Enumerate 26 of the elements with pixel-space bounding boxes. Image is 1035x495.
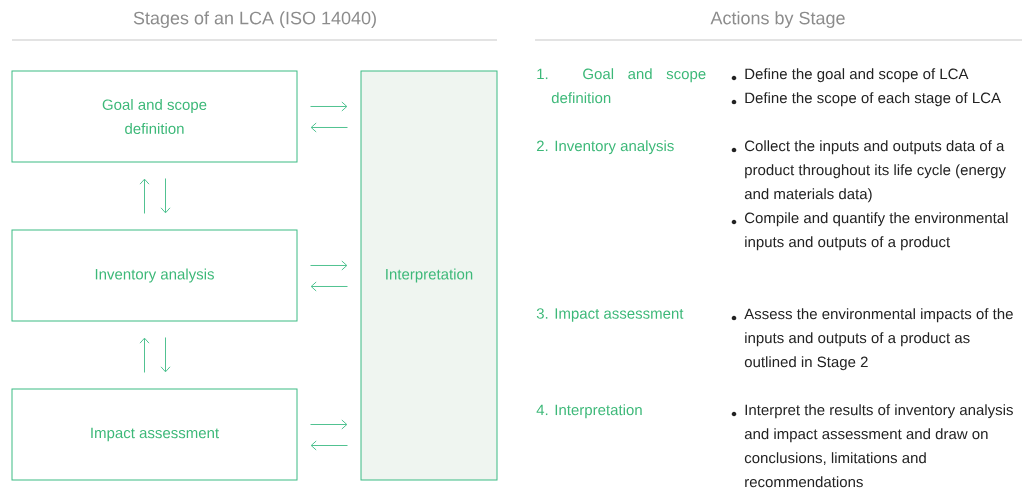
arrow	[139, 178, 150, 214]
arrow	[310, 281, 348, 292]
arrow	[139, 337, 150, 373]
stage-box: Impact assessment	[11, 388, 298, 481]
bullet-text: Collect the inputs and outputs data of a product throughout its life cycle (energy and materials data)	[744, 140, 1006, 203]
section-heading: Stages of an LCA (ISO 14040)	[133, 11, 376, 28]
section-heading: Actions by Stage	[710, 11, 845, 28]
arrow	[310, 260, 348, 271]
bullet-text: Define the scope of each stage of LCA	[745, 92, 1001, 107]
bullet-text: Compile and quantify the environmental inputs and outputs of a product	[745, 212, 1008, 251]
bullet-text: Assess the environmental impacts of the inputs and outputs of a product as outlined in Stage 2	[744, 308, 1013, 371]
arrow	[310, 440, 348, 451]
stage-box: Goal and scope definition	[11, 70, 298, 163]
arrow	[160, 337, 171, 373]
stage-box: Inventory analysis	[11, 229, 298, 322]
stage-title: 3. Impact assessment	[536, 308, 684, 322]
stage-title: 4. Interpretation	[536, 404, 642, 419]
bullet-text: Define the goal and scope of LCA	[745, 68, 969, 83]
stage-box: Interpretation	[360, 70, 498, 481]
arrow	[310, 122, 348, 133]
stage-title: 2. Inventory analysis	[536, 140, 674, 155]
arrow	[310, 419, 348, 430]
arrow	[160, 178, 171, 214]
stage-title: 1. Goal and scope definition	[537, 68, 706, 104]
bullet-text: Interpret the results of inventory analysis and impact assessment and draw on conclusions, limitations and recommendations	[744, 404, 1013, 488]
arrow	[310, 101, 348, 112]
